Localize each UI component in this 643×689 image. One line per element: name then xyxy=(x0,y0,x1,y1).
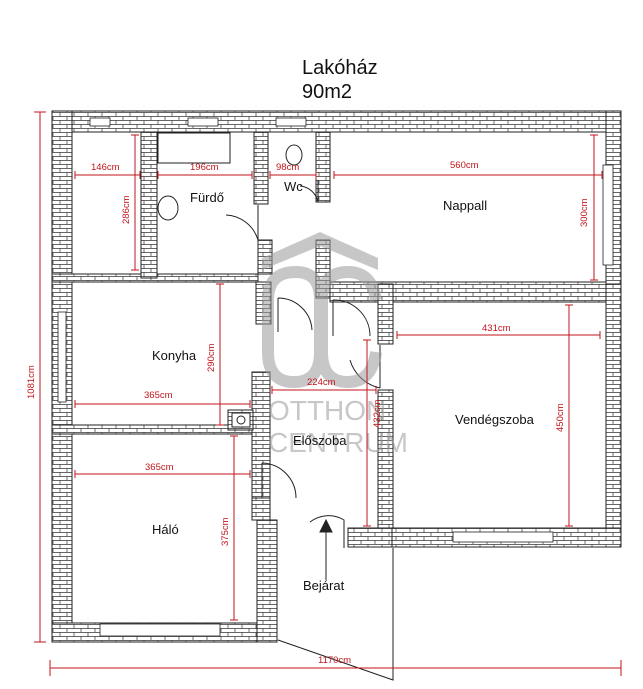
room-furdo: Fürdő xyxy=(190,190,224,205)
chimney-icon xyxy=(231,412,251,428)
room-labels: Fürdő Wc Nappall Konyha Vendégszoba Elős… xyxy=(152,179,535,593)
windows xyxy=(57,117,614,637)
room-nappali: Nappall xyxy=(443,198,487,213)
watermark-line2: CENTRUM xyxy=(268,427,408,458)
dim-1081: 1081cm xyxy=(26,365,37,399)
room-wc: Wc xyxy=(284,179,303,194)
room-konyha: Konyha xyxy=(152,348,197,363)
dimension-lines xyxy=(34,111,622,676)
plan-area: 90m2 xyxy=(302,81,352,103)
dim-450: 450cm xyxy=(555,403,566,432)
dim-365-kitchen: 365cm xyxy=(144,390,173,401)
dim-286: 286cm xyxy=(121,195,132,224)
plan-title: Lakóház xyxy=(302,57,378,79)
dim-290: 290cm xyxy=(206,343,217,372)
dim-560: 560cm xyxy=(450,160,479,171)
dim-98: 98cm xyxy=(276,162,299,173)
dim-146: 146cm xyxy=(91,162,120,173)
dim-1170: 1170cm xyxy=(318,655,351,666)
room-vendegszoba: Vendégszoba xyxy=(455,412,535,427)
bathtub-icon xyxy=(157,132,231,164)
dim-300: 300cm xyxy=(579,198,590,227)
dimension-labels: 146cm 286cm 196cm 98cm 560cm 300cm 431cm… xyxy=(26,160,590,666)
dim-375: 375cm xyxy=(220,517,231,546)
room-bejarat: Bejárat xyxy=(303,578,345,593)
dim-432: 432cm xyxy=(372,399,383,428)
watermark-line1: OTTHON xyxy=(268,395,386,426)
doors xyxy=(225,180,381,548)
dim-431: 431cm xyxy=(482,323,511,334)
entrance-path xyxy=(277,518,394,681)
room-halo: Háló xyxy=(152,522,179,537)
dim-224: 224cm xyxy=(307,377,336,388)
toilet-icon xyxy=(285,144,303,166)
sink-icon xyxy=(157,195,179,221)
dim-365-bedroom: 365cm xyxy=(145,462,174,473)
dim-196: 196cm xyxy=(190,162,219,173)
otthon-centrum-logo: OTTHON CENTRUM xyxy=(262,232,408,458)
room-eloszoba: Előszoba xyxy=(293,433,347,448)
bathroom-fixtures xyxy=(157,132,303,428)
